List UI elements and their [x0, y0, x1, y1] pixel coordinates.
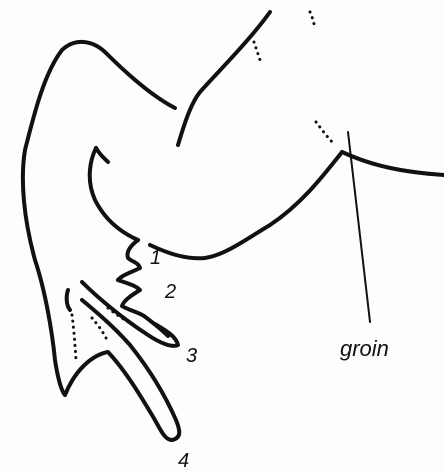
digit-3-label: 3 [186, 346, 197, 366]
groin-label: groin [340, 338, 389, 360]
digit-1-outline [118, 240, 140, 280]
digit-1-label: 1 [150, 248, 161, 268]
calf-notch [96, 148, 108, 162]
inner-shin [90, 148, 138, 240]
digit-2-outline [118, 280, 144, 316]
foot-stipple-1 [72, 315, 76, 360]
thigh-lower-contour [150, 152, 342, 258]
digit-2-label: 2 [165, 282, 176, 302]
foot-web-line [67, 290, 70, 310]
knee-outline [23, 42, 175, 395]
groin-stipple [316, 122, 335, 145]
body-contour [342, 152, 444, 175]
top-stipple [310, 12, 314, 24]
digit-4-outline [65, 300, 179, 440]
thigh-upper-contour [178, 12, 270, 145]
digit-4-label: 4 [178, 451, 189, 471]
hip-stipple [254, 42, 260, 60]
